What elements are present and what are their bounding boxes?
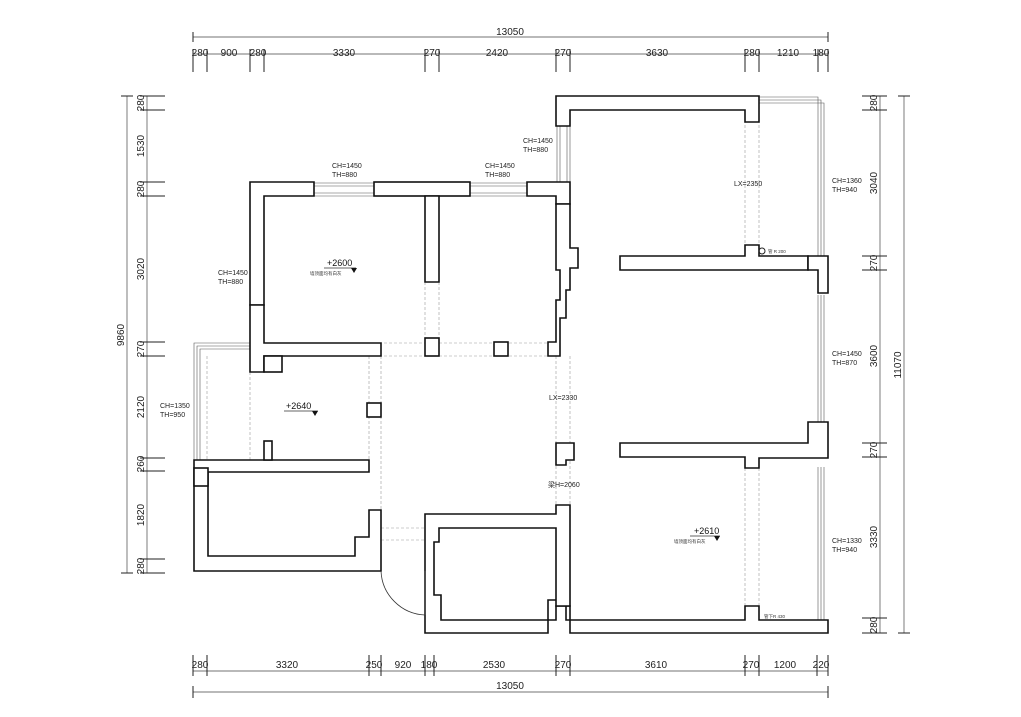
bottom-seg-3: 250 [366, 660, 383, 671]
top-seg-5: 270 [424, 48, 441, 59]
bottom-seg-9: 270 [743, 660, 760, 671]
top-seg-11: 180 [813, 48, 830, 59]
elevation-room-a: +2600 [327, 258, 352, 268]
right-seg-6: 3330 [869, 525, 880, 548]
left-seg-9: 280 [136, 557, 147, 574]
bottom-dimension-chain: 280 3320 250 920 180 2530 270 3610 270 1… [192, 655, 830, 698]
door-swing [380, 570, 426, 616]
pipe-note-top: 管 R 200 [768, 248, 786, 255]
top-seg-2: 900 [221, 48, 238, 59]
left-seg-3: 280 [136, 180, 147, 197]
bottom-seg-1: 280 [192, 660, 209, 671]
window-west-th: TH=880 [218, 279, 243, 286]
bottom-seg-4: 920 [395, 660, 412, 671]
window-balcony-th: TH=950 [160, 412, 185, 419]
window-balcony-ch: CH=1350 [160, 403, 190, 410]
elevation-room-a-note: 墙顶面均有白灰 [310, 270, 342, 277]
top-seg-3: 280 [250, 48, 267, 59]
window-mid-ch: CH=1450 [485, 163, 515, 170]
window-east-mid-th: TH=870 [832, 360, 857, 367]
top-seg-7: 270 [555, 48, 572, 59]
bottom-seg-8: 3610 [645, 660, 668, 671]
top-seg-8: 3630 [646, 48, 669, 59]
bottom-seg-11: 220 [813, 660, 830, 671]
bottom-seg-10: 1200 [774, 660, 797, 671]
top-seg-4: 3330 [333, 48, 356, 59]
window-east-top-ch: CH=1360 [832, 178, 862, 185]
right-seg-3: 270 [869, 254, 880, 271]
window-east-top-th: TH=940 [832, 187, 857, 194]
elevation-marker-room-b: +2640 [284, 401, 318, 416]
left-ticks [140, 95, 165, 574]
window-east-bot-th: TH=940 [832, 547, 857, 554]
bottom-seg-2: 3320 [276, 660, 299, 671]
top-seg-9: 280 [744, 48, 761, 59]
left-seg-6: 2120 [136, 395, 147, 418]
bottom-seg-6: 2530 [483, 660, 506, 671]
left-dimension-chain: 9860 280 1530 280 3020 270 2120 260 1820… [116, 94, 165, 574]
beam-note-low: 梁H=2060 [548, 480, 580, 489]
window-left-top-ch: CH=1450 [332, 163, 362, 170]
bottom-total-dimension: 13050 [496, 681, 524, 692]
top-seg-6: 2420 [486, 48, 509, 59]
left-seg-5: 270 [136, 340, 147, 357]
right-seg-2: 3040 [869, 171, 880, 194]
window-east-bot-ch: CH=1330 [832, 538, 862, 545]
walls [193, 95, 829, 634]
beam-note-mid: LX=2330 [549, 395, 577, 402]
pipe-marker-top [758, 247, 766, 255]
window-mid-th: TH=880 [485, 172, 510, 179]
top-total-dimension: 13050 [496, 27, 524, 38]
right-seg-5: 270 [869, 441, 880, 458]
right-seg-7: 280 [869, 616, 880, 633]
top-ticks [192, 49, 829, 72]
bottom-seg-7: 270 [555, 660, 572, 671]
top-seg-10: 1210 [777, 48, 800, 59]
elevation-room-c-note: 墙顶面均有白灰 [674, 538, 706, 545]
window-upper-ch: CH=1450 [523, 138, 553, 145]
window-west-ch: CH=1450 [218, 270, 248, 277]
elevation-marker-room-a: +2600 墙顶面均有白灰 [310, 258, 357, 277]
left-seg-2: 1530 [136, 134, 147, 157]
left-seg-8: 1820 [136, 503, 147, 526]
window-upper-th: TH=880 [523, 147, 548, 154]
left-seg-1: 280 [136, 94, 147, 111]
right-ticks [862, 95, 887, 634]
right-seg-4: 3600 [869, 344, 880, 367]
window-left-top-th: TH=880 [332, 172, 357, 179]
right-total-dimension: 11070 [893, 351, 904, 379]
elevation-room-b: +2640 [286, 401, 311, 411]
right-seg-1: 280 [869, 94, 880, 111]
top-dimension-chain: 13050 280 900 280 3330 270 2420 270 3630… [192, 27, 830, 72]
beam-dashed-lines [206, 110, 760, 606]
window-annotations: CH=1450 TH=880 CH=1450 TH=880 CH=1450 TH… [160, 138, 862, 554]
top-seg-1: 280 [192, 48, 209, 59]
elevation-room-c: +2610 [694, 526, 719, 536]
bottom-ticks [192, 655, 829, 676]
left-total-dimension: 9860 [116, 323, 127, 346]
elevation-marker-room-c: +2610 墙顶面均有白灰 [674, 526, 720, 545]
bottom-seg-5: 180 [421, 660, 438, 671]
pipe-note-bottom: 管下R 430 [764, 613, 786, 620]
beam-note-top: LX=2350 [734, 181, 762, 188]
window-east-mid-ch: CH=1450 [832, 351, 862, 358]
left-seg-7: 260 [136, 455, 147, 472]
left-seg-4: 3020 [136, 257, 147, 280]
right-dimension-chain: 280 3040 270 3600 270 3330 280 11070 [862, 94, 910, 634]
